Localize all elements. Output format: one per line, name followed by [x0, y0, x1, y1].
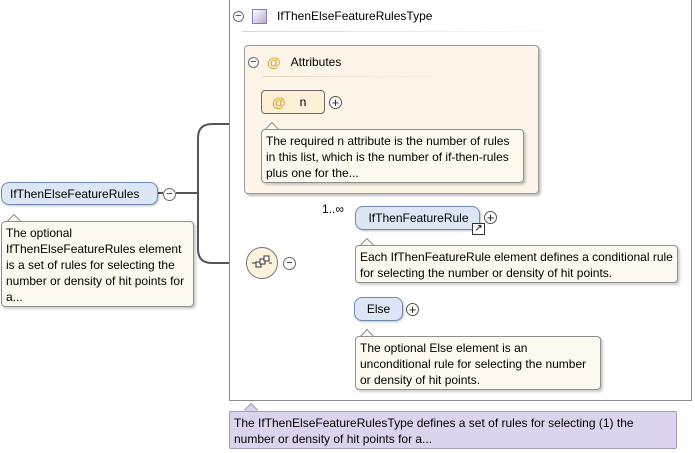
expand-ifthenfeaturerule-button[interactable]: + [484, 211, 497, 224]
element-name: IfThenElseFeatureRules [10, 186, 140, 201]
attribute-at-icon: @ [267, 54, 281, 70]
attributes-divider [262, 76, 462, 77]
attribute-n[interactable]: @ n [261, 90, 325, 114]
complex-type-icon [252, 8, 267, 24]
reference-arrow-icon[interactable]: ↗ [472, 223, 485, 235]
ifthenfeaturerule-doc: Each IfThenFeatureRule element defines a… [355, 245, 678, 283]
element-name: Else [366, 302, 391, 316]
complex-type-header: − IfThenElseFeatureRulesType [233, 6, 432, 26]
element-name: IfThenFeatureRule [368, 211, 469, 225]
type-header-divider [242, 31, 577, 32]
sequence-icon [252, 255, 272, 268]
attribute-n-doc: The required n attribute is the number o… [261, 129, 524, 183]
collapse-attributes-toggle[interactable]: − [248, 56, 259, 68]
sequence-compositor[interactable] [246, 247, 278, 279]
expand-attribute-n-button[interactable]: + [329, 96, 342, 109]
expand-else-button[interactable]: + [406, 303, 419, 316]
element-else[interactable]: Else [354, 297, 403, 321]
collapse-type-toggle[interactable]: − [233, 10, 244, 22]
complex-type-title: IfThenElseFeatureRulesType [277, 9, 433, 23]
collapse-root-toggle[interactable]: − [163, 188, 176, 201]
else-doc: The optional Else element is an uncondit… [355, 336, 601, 390]
attribute-name: n [299, 95, 307, 109]
element-ifthenelsefeaturerules[interactable]: IfThenElseFeatureRules [1, 182, 158, 205]
attributes-header: − @ Attributes [248, 52, 341, 72]
element-ifthenfeaturerule[interactable]: IfThenFeatureRule [355, 206, 480, 230]
root-element-doc: The optional IfThenElseFeatureRules elem… [1, 221, 194, 307]
collapse-sequence-toggle[interactable]: − [283, 257, 296, 270]
attributes-title: Attributes [290, 55, 342, 69]
cardinality-label: 1..∞ [322, 202, 344, 216]
complex-type-doc: The IfThenElseFeatureRulesType defines a… [229, 411, 677, 449]
attribute-at-icon: @ [272, 94, 286, 110]
